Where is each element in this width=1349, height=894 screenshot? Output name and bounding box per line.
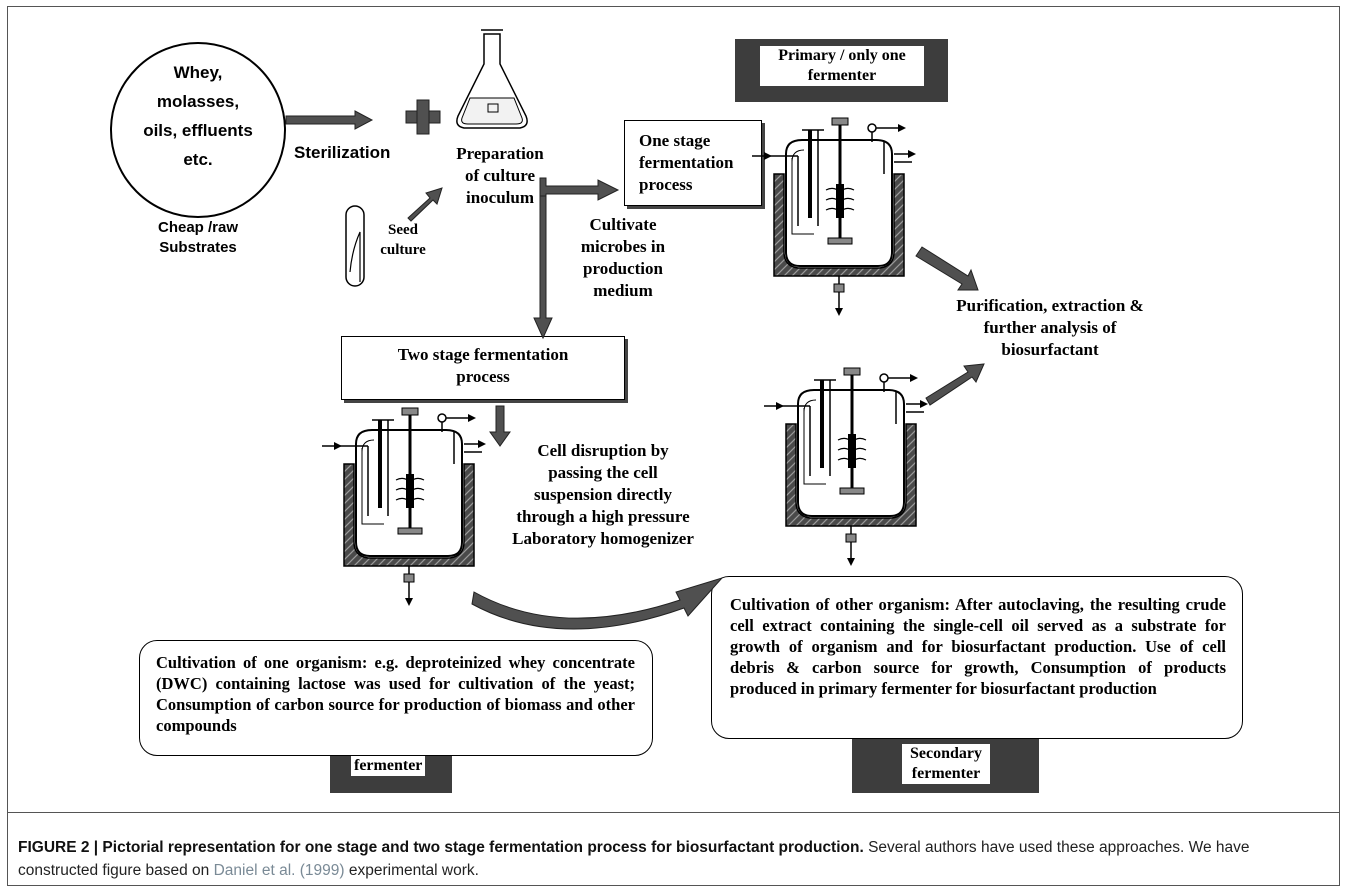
secondary-fermenter-icon <box>762 366 930 568</box>
purification-label: Purification, extraction & further analy… <box>930 295 1170 361</box>
cultivate-line: Cultivate <box>589 215 657 234</box>
secondary-fermenter-line: fermenter <box>911 765 981 782</box>
cell-disruption-line: through a high pressure <box>516 507 690 526</box>
substrate-line: molasses, <box>156 92 240 111</box>
cell-disruption-line: passing the cell <box>548 463 658 482</box>
primary-fermenter-label: Primary / only one fermenter <box>760 46 924 86</box>
primary-fermenter-line: fermenter <box>807 67 877 84</box>
cultivate-line: microbes in <box>580 237 666 256</box>
figure-caption-label: FIGURE 2 | Pictorial representation for … <box>18 839 864 856</box>
primary-fermenter-icon <box>750 116 918 318</box>
seed-culture-label: Seed culture <box>368 220 438 260</box>
cell-disruption-line: Laboratory homogenizer <box>512 529 694 548</box>
one-stage-line: One stage <box>639 131 711 150</box>
cultivate-line: production <box>583 259 663 278</box>
figure-caption-text-end: experimental work. <box>344 862 479 879</box>
preparation-label: Preparation of culture inoculum <box>430 143 570 209</box>
substrate-line: etc. <box>183 150 213 169</box>
secondary-fermenter-label: Secondary fermenter <box>902 744 990 784</box>
substrate-list: Whey, molasses, oils, effluents etc. <box>120 58 276 174</box>
other-organism-note: Cultivation of other organism: After aut… <box>711 576 1243 739</box>
substrate-line: Whey, <box>173 63 223 82</box>
two-stage-box: Two stage fermentation process <box>341 336 625 400</box>
secondary-fermenter-line: Secondary <box>910 745 982 762</box>
cultivate-label: Cultivate microbes in production medium <box>558 214 688 302</box>
sterilization-label: Sterilization <box>294 143 391 162</box>
purification-line: Purification, extraction & <box>956 296 1144 315</box>
substrate-caption-line: Cheap /raw <box>157 219 239 236</box>
two-stage-line: process <box>456 367 510 386</box>
fermenter-label-left: fermenter <box>351 756 426 776</box>
cell-disruption-label: Cell disruption by passing the cell susp… <box>488 440 718 550</box>
preparation-line: of culture <box>464 166 536 185</box>
seed-culture-line: Seed <box>388 222 418 238</box>
one-organism-note: Cultivation of one organism: e.g. deprot… <box>139 640 653 756</box>
two-stage-line: Two stage fermentation <box>397 345 569 364</box>
cell-disruption-line: suspension directly <box>533 485 673 504</box>
substrate-caption: Cheap /raw Substrates <box>138 218 258 258</box>
figure-caption-reference[interactable]: Daniel et al. (1999) <box>213 862 345 879</box>
substrate-caption-line: Substrates <box>159 239 237 256</box>
purification-line: further analysis of <box>983 318 1117 337</box>
one-stage-line: fermentation <box>639 153 734 172</box>
purification-line: biosurfactant <box>1001 340 1099 359</box>
figure-caption-text: Several authors have used these approach… <box>18 839 1250 879</box>
cell-disruption-line: Cell disruption by <box>537 441 669 460</box>
substrate-line: oils, effluents <box>143 121 253 140</box>
caption-divider <box>7 812 1340 813</box>
preparation-line: inoculum <box>465 188 535 207</box>
substrate-circle <box>110 42 286 218</box>
seed-culture-line: culture <box>380 242 426 258</box>
preparation-line: Preparation <box>456 144 544 163</box>
cultivate-line: medium <box>593 281 653 300</box>
primary-fermenter-line: Primary / only one <box>778 47 906 64</box>
two-stage-fermenter-icon <box>320 406 488 608</box>
one-stage-box: One stage fermentation process <box>624 120 762 206</box>
one-stage-line: process <box>639 175 693 194</box>
figure-caption: FIGURE 2 | Pictorial representation for … <box>18 836 1318 882</box>
